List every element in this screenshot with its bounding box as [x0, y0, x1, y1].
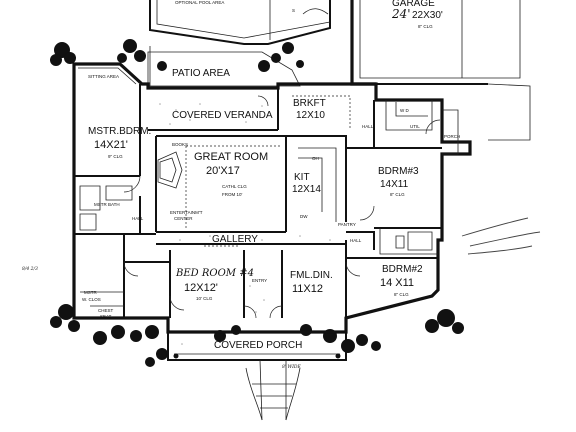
bed4-size: 12X12' [184, 282, 218, 294]
garage: 24' 22X30' GARAGE 8" CLG [302, 0, 531, 141]
brkft-size: 12X10 [296, 110, 325, 121]
dw-label: DW [300, 214, 308, 219]
master-closet-label-1: MSTR [84, 290, 97, 295]
great-room-ceiling-1: CATHL CLG [222, 184, 247, 189]
bed4-ceiling: 10' CLG [196, 296, 213, 301]
garage-ceiling: 8" CLG [418, 24, 433, 29]
pool-label: OPTIONAL POOL AREA [175, 0, 224, 5]
patio-area: PATIO AREA [147, 46, 301, 87]
entry-label: ENTRY [252, 278, 267, 283]
kitchen-size: 12X14 [292, 184, 321, 195]
pool-label-2: S [292, 8, 295, 13]
stippled-floor [159, 103, 331, 347]
fireplace [157, 151, 183, 189]
great-room-label: GREAT ROOM [194, 151, 268, 163]
garage-label: GARAGE [392, 0, 435, 9]
master-bedroom-ceiling: 9" CLG [108, 154, 123, 159]
ceiling-lines [185, 95, 351, 247]
wd-label: W D [400, 108, 409, 113]
hall-upper-label: HALL [362, 124, 374, 129]
covered-porch-label: COVERED PORCH [214, 340, 302, 351]
covered-veranda-label: COVERED VERANDA [172, 110, 273, 121]
entertainment-label-1: ENTERTAINM'T [170, 210, 203, 215]
interior-walls [74, 67, 442, 318]
bdrm3-size: 14X11 [380, 179, 409, 190]
bdrm2-size: 14 X11 [380, 277, 414, 289]
bdrm3-ceiling: 8" CLG [390, 192, 405, 197]
doors [123, 95, 441, 319]
sitting-label: SITTING AREA [88, 74, 119, 79]
gallery-label: GALLERY [212, 234, 258, 245]
porch-width-label: 8' WIDE [282, 364, 302, 370]
master-bath-label: MSTR BATH [94, 202, 120, 207]
side-porch [442, 109, 459, 155]
bdrm2-ceiling: 8" CLG [394, 292, 409, 297]
books-label: BOOKS [172, 142, 188, 147]
entertainment-label-2: CENTER [174, 216, 193, 221]
pantry-label: PANTRY [338, 222, 356, 227]
kitchen-label: KIT [294, 172, 310, 183]
garage-size-note: 24' [391, 7, 411, 21]
margin-sketch [461, 217, 541, 255]
chest-seat-label-1: CHEST [98, 308, 114, 313]
dining-size: 11X12 [292, 283, 323, 295]
master-closet-label-2: W. CLOS [82, 297, 101, 302]
brkft-label: BRKFT [293, 98, 326, 109]
exterior-walls [72, 62, 472, 334]
great-room-size: 20'X17 [206, 165, 240, 177]
bed4-label: BED ROOM #4 [175, 268, 254, 279]
master-bedroom-size: 14X21' [94, 139, 128, 151]
master-bedroom-label: MSTR.BDRM. [88, 126, 151, 137]
landscaping-shrubs [50, 39, 464, 367]
side-porch-label: PORCH [444, 134, 460, 139]
bdrm3-label: BDRM#3 [378, 166, 419, 177]
chest-seat-label-2: SEAT [100, 314, 112, 319]
dining-label: FML.DIN. [290, 270, 333, 281]
margin-note: 8/4 2/3 [22, 266, 38, 272]
bdrm2-label: BDRM#2 [382, 264, 423, 275]
pool-area: OPTIONAL POOL AREA S [149, 0, 331, 45]
covered-porch [167, 318, 347, 421]
hall-mid-label: HALL [132, 216, 144, 221]
util-label: UTIL [410, 124, 420, 129]
patio-label: PATIO AREA [172, 68, 230, 79]
oh-label: OH [312, 156, 319, 161]
hall-east-label: HALL [350, 238, 362, 243]
great-room-ceiling-2: FROM 10' [222, 192, 243, 197]
garage-size: 22X30' [412, 10, 443, 21]
